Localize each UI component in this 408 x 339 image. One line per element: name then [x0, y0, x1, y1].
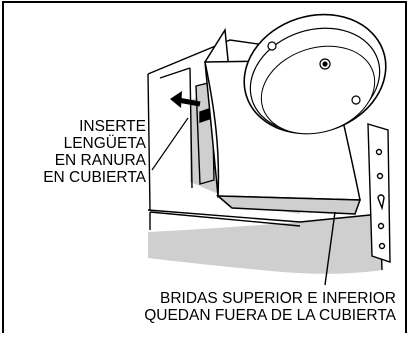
mounting-bracket — [367, 123, 391, 263]
insert-leader-line — [151, 117, 189, 171]
insert-label-line: INSERTE — [79, 118, 146, 135]
flanges-label: BRIDAS SUPERIOR E INFERIOR QUEDAN FUERA … — [144, 290, 396, 324]
insert-label-line: EN RANURA — [54, 152, 146, 169]
damper-disc — [243, 13, 387, 135]
flanges-leader-line — [324, 211, 336, 286]
flanges-label-line: BRIDAS SUPERIOR E INFERIOR — [160, 290, 396, 307]
insert-arrowhead — [170, 91, 182, 108]
damper-tabs — [267, 41, 361, 105]
flanges-label-line: QUEDAN FUERA DE LA CUBIERTA — [144, 307, 396, 324]
insert-label-line: EN CUBIERTA — [43, 169, 146, 186]
insert-label-line: LENGÜETA — [63, 135, 146, 152]
insert-arrow — [177, 97, 201, 107]
insert-tab-label: INSERTE LENGÜETA EN RANURA EN CUBIERTA — [43, 118, 146, 186]
floor-shadow — [148, 214, 382, 274]
diagram-frame — [2, 1, 407, 333]
